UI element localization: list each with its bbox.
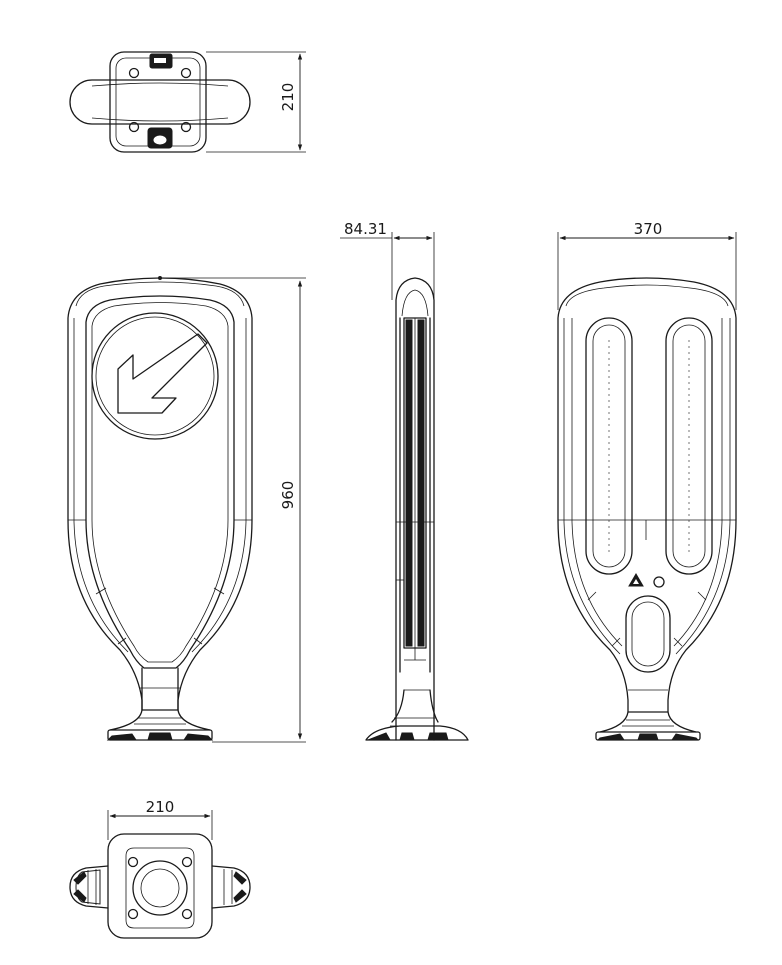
dimension-top-depth: 210 [206,51,306,153]
bolt-hole [181,856,193,868]
back-view [557,277,737,741]
dimension-side-thickness: 84.31 [340,220,435,300]
lower-window [625,595,671,673]
sign-disc [91,312,219,440]
bolt-hole [180,67,192,79]
handle-recess-right [665,317,713,575]
bolt-hole [127,856,139,868]
center-hole [132,860,188,916]
front-view [67,276,253,741]
bolt-hole [180,121,192,133]
arrow-down-left-icon [117,333,208,414]
bottom-view [69,833,251,939]
dimension-label-height: 960 [279,481,297,510]
bolt-hole [127,908,139,920]
base-plate [107,833,213,939]
dimension-height: 960 [160,277,306,743]
bolt-hole [181,908,193,920]
dimension-back-width: 370 [557,220,737,310]
dimension-bottom-width: 210 [107,798,213,840]
dimension-label-bottom-width: 210 [146,798,175,816]
bolt-hole [128,121,140,133]
recycle-icon [628,573,644,587]
top-view [69,51,251,153]
side-view [365,277,469,741]
screw [653,576,665,588]
dimension-label-top-depth: 210 [279,83,297,112]
dimension-label-back-width: 370 [634,220,663,238]
dimension-label-side-thickness: 84.31 [344,220,387,238]
handle-recess-left [585,317,633,575]
bolt-hole [128,67,140,79]
